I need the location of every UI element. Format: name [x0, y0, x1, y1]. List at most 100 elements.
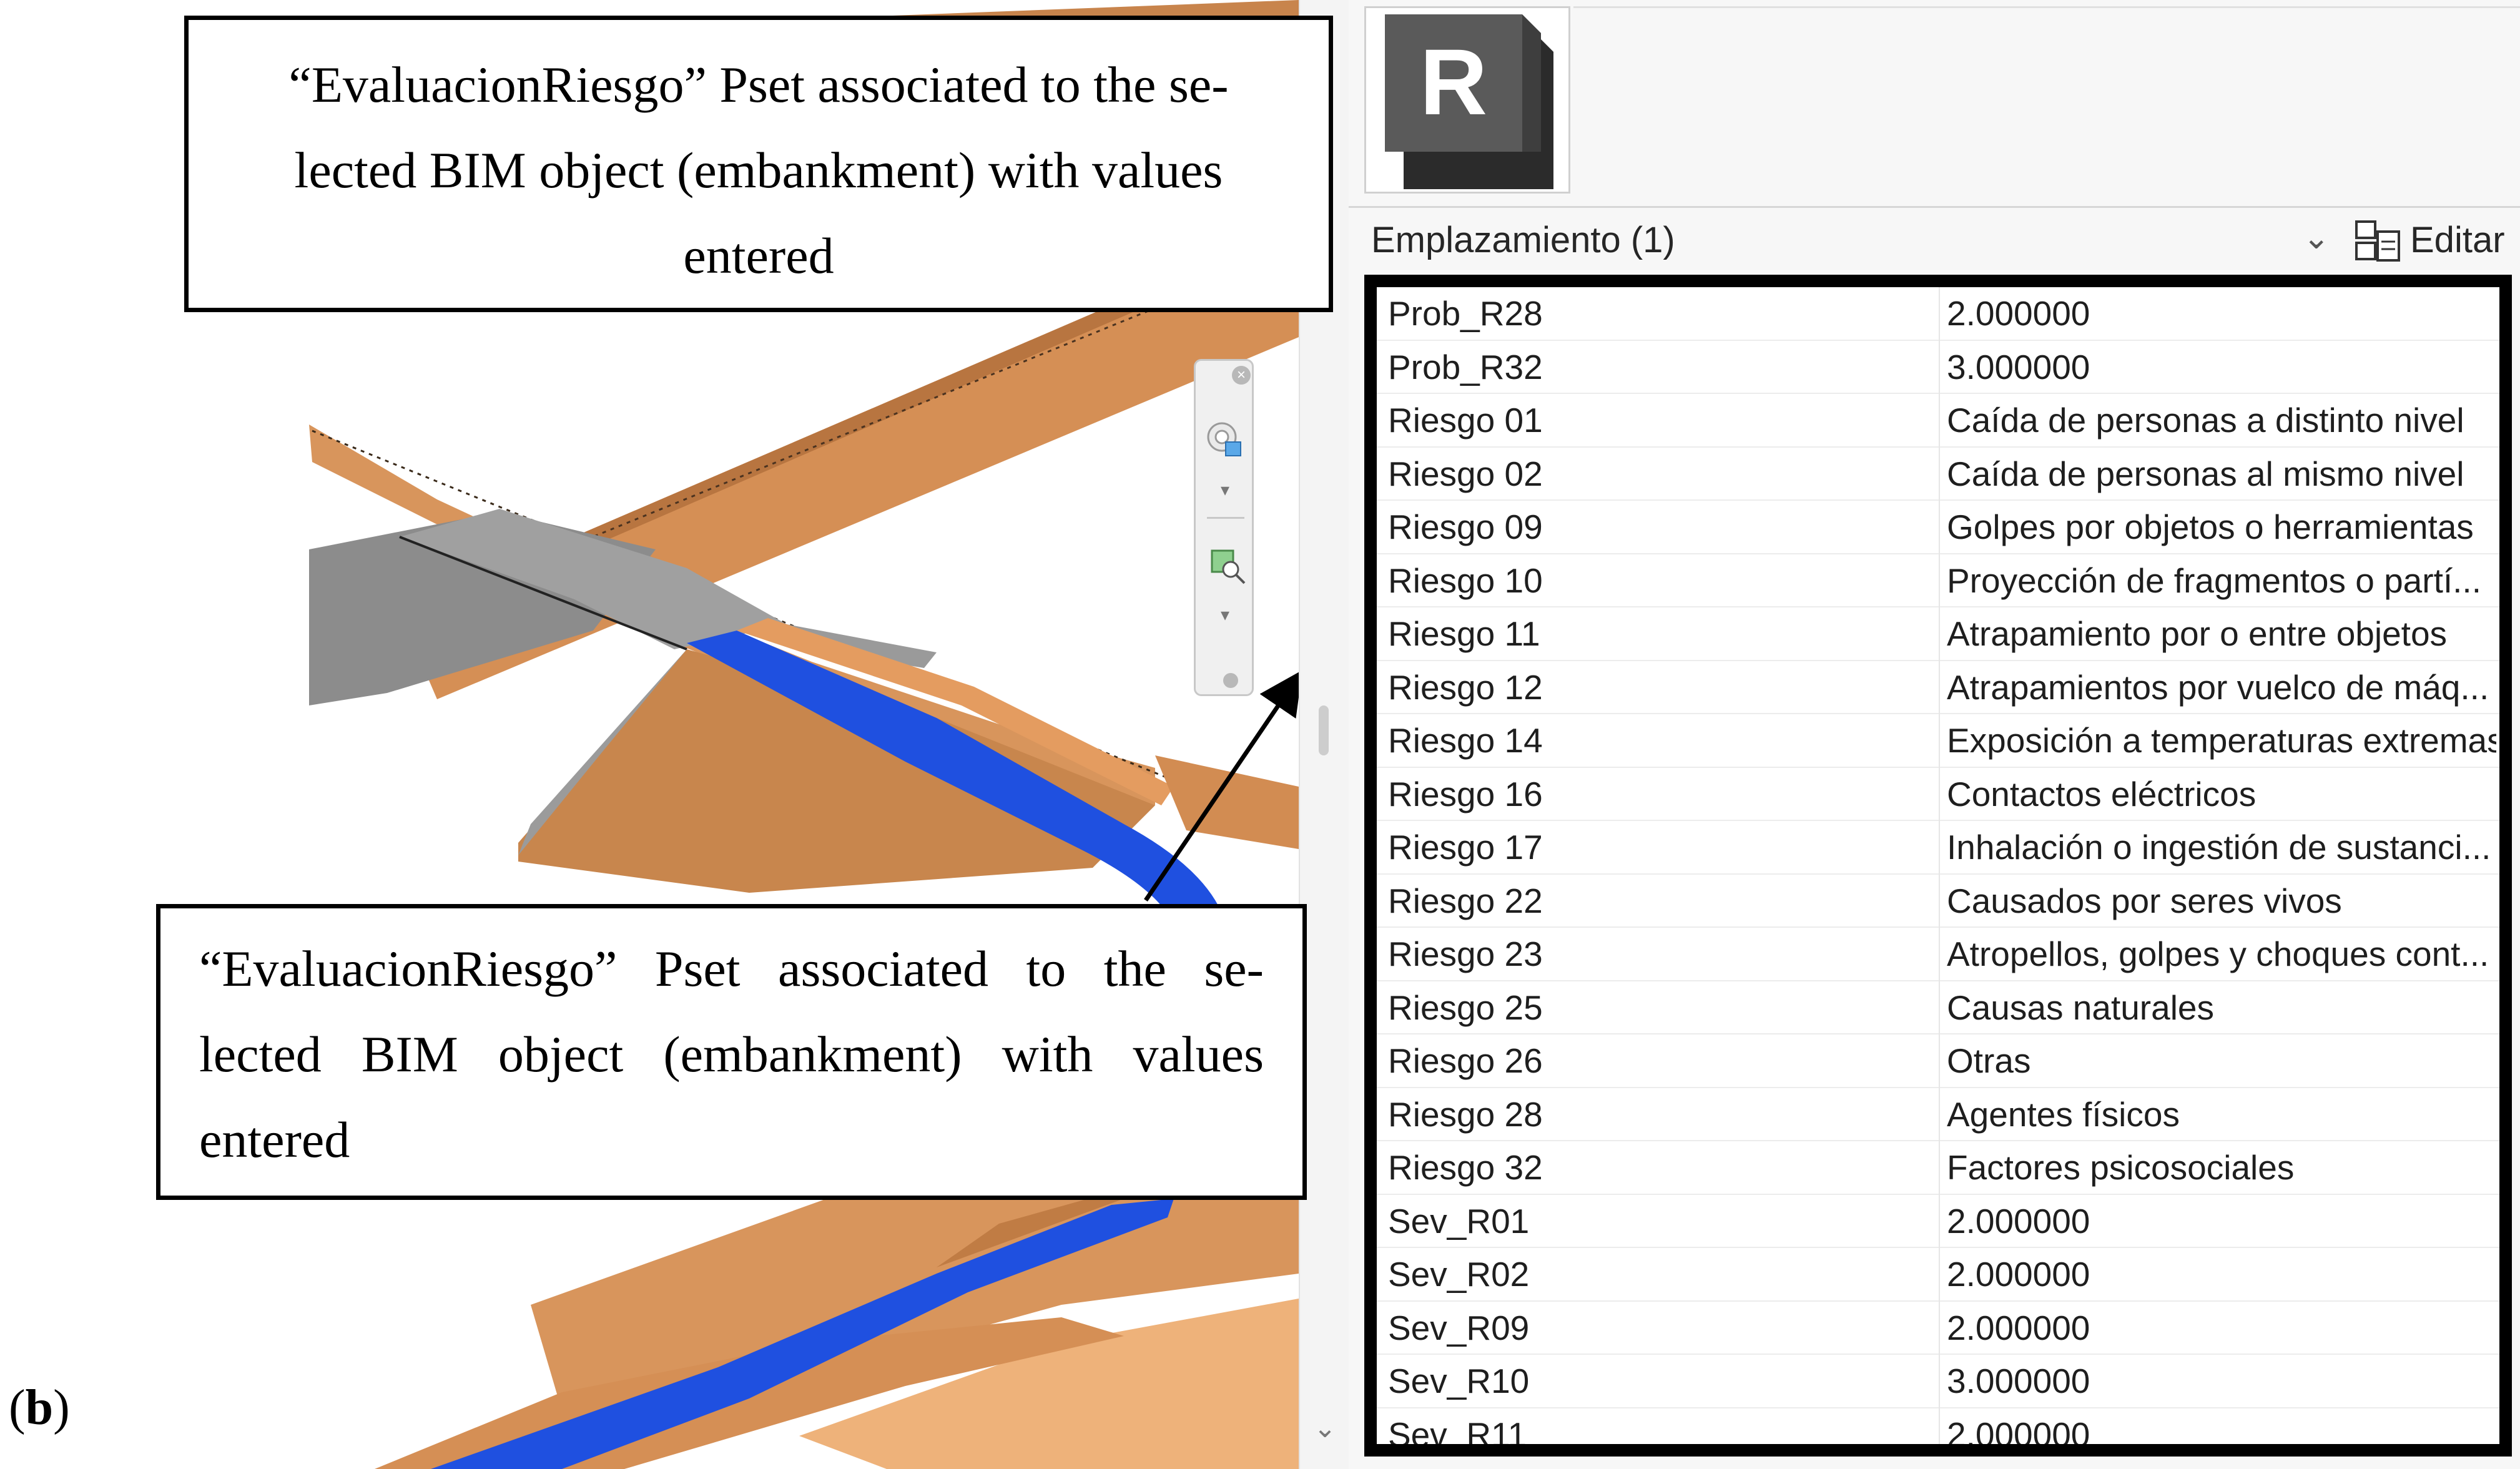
- property-value[interactable]: Causas naturales: [1947, 988, 2215, 1027]
- column-divider: [1939, 1355, 1940, 1408]
- property-value[interactable]: Causados por seres vivos: [1947, 881, 2342, 920]
- property-name: Riesgo 16: [1388, 774, 1543, 813]
- chevron-down-icon[interactable]: ⌄: [1313, 1413, 1337, 1443]
- property-value[interactable]: Caída de personas a distinto nivel: [1947, 401, 2464, 440]
- property-row[interactable]: Riesgo 23 Atropellos, golpes y choques co…: [1377, 928, 2499, 981]
- callout-line: entered: [199, 1111, 350, 1168]
- property-name: Riesgo 26: [1388, 1041, 1543, 1080]
- property-value[interactable]: Agentes físicos: [1947, 1094, 2180, 1134]
- property-value[interactable]: 2.000000: [1947, 1415, 2090, 1454]
- type-selector[interactable]: Emplazamiento (1): [1371, 220, 1675, 260]
- column-divider: [1939, 767, 1940, 821]
- property-row[interactable]: Riesgo 16 Contactos eléctricos: [1377, 767, 2499, 821]
- road-upper: [687, 631, 1224, 924]
- property-name: Riesgo 10: [1388, 561, 1543, 600]
- column-divider: [1939, 287, 1940, 341]
- property-value[interactable]: 3.000000: [1947, 347, 2090, 386]
- property-row[interactable]: Sev_R09 2.000000: [1377, 1301, 2499, 1355]
- column-divider: [1939, 981, 1940, 1034]
- type-preview: R: [1364, 6, 1570, 194]
- property-value[interactable]: 2.000000: [1947, 294, 2090, 333]
- property-name: Sev_R11: [1388, 1415, 1527, 1454]
- column-divider: [1939, 394, 1940, 448]
- close-icon[interactable]: ×: [1232, 366, 1251, 385]
- property-value[interactable]: Caída de personas al mismo nivel: [1947, 454, 2464, 493]
- column-divider: [1939, 1408, 1940, 1444]
- property-name: Riesgo 11: [1388, 614, 1540, 653]
- revit-logo-icon: R: [1385, 14, 1553, 189]
- property-row[interactable]: Riesgo 02 Caída de personas al mismo nive…: [1377, 447, 2499, 501]
- property-value[interactable]: Exposición a temperaturas extremas: [1947, 721, 2496, 760]
- column-divider: [1939, 501, 1940, 554]
- property-name: Riesgo 12: [1388, 667, 1543, 707]
- scrollbar-thumb[interactable]: [1319, 705, 1329, 755]
- property-name: Sev_R10: [1388, 1362, 1530, 1400]
- callout-line: lected BIM object (embankment) with valu…: [294, 142, 1223, 199]
- property-row[interactable]: Riesgo 14 Exposición a temperaturas extre…: [1377, 714, 2499, 768]
- property-value[interactable]: Inhalación o ingestión de sustanci...: [1947, 828, 2491, 867]
- property-name: Riesgo 01: [1388, 401, 1543, 440]
- property-row[interactable]: Riesgo 01 Caída de personas a distinto ni…: [1377, 394, 2499, 448]
- edit-type-icon[interactable]: [2353, 217, 2403, 267]
- property-row[interactable]: Riesgo 22 Causados por seres vivos: [1377, 874, 2499, 928]
- property-value[interactable]: 3.000000: [1947, 1362, 2090, 1400]
- property-name: Riesgo 23: [1388, 935, 1543, 973]
- callout-top: “EvaluacionRiesgo” Pset associated to th…: [184, 16, 1333, 312]
- property-row[interactable]: Riesgo 26 Otras: [1377, 1034, 2499, 1088]
- svg-text:R: R: [1420, 29, 1487, 134]
- navigation-bar-grip[interactable]: [1223, 673, 1238, 688]
- column-divider: [1939, 1141, 1940, 1195]
- property-row[interactable]: Riesgo 11 Atrapamiento por o entre objeto…: [1377, 607, 2499, 661]
- column-divider: [1939, 1034, 1940, 1088]
- column-divider: [1939, 928, 1940, 981]
- column-divider: [1939, 661, 1940, 714]
- property-value[interactable]: Contactos eléctricos: [1947, 774, 2257, 813]
- column-divider: [1939, 1194, 1940, 1248]
- property-row[interactable]: Sev_R10 3.000000: [1377, 1355, 2499, 1408]
- steering-wheel-icon[interactable]: [1206, 421, 1244, 459]
- property-row[interactable]: Riesgo 09 Golpes por objetos o herramient…: [1377, 501, 2499, 554]
- property-value[interactable]: Factores psicosociales: [1947, 1148, 2295, 1187]
- property-value[interactable]: Golpes por objetos o herramientas: [1947, 508, 2474, 546]
- zoom-icon[interactable]: [1209, 548, 1247, 586]
- chevron-down-icon[interactable]: ⌄: [2303, 220, 2330, 256]
- divider: [1207, 517, 1244, 519]
- property-name: Riesgo 09: [1388, 508, 1543, 546]
- chevron-down-icon[interactable]: ▾: [1220, 605, 1230, 624]
- property-row[interactable]: Sev_R11 2.000000: [1377, 1408, 2499, 1454]
- type-selector-row: Emplazamiento (1) ⌄ Editar: [1349, 206, 2520, 277]
- property-name: Sev_R09: [1388, 1308, 1530, 1347]
- property-name: Riesgo 14: [1388, 721, 1543, 760]
- property-row[interactable]: Riesgo 10 Proyección de fragmentos o part…: [1377, 554, 2499, 607]
- property-row[interactable]: Riesgo 12 Atrapamientos por vuelco de máq…: [1377, 661, 2499, 714]
- property-value[interactable]: 2.000000: [1947, 1201, 2090, 1241]
- property-value[interactable]: Atrapamiento por o entre objetos: [1947, 614, 2448, 653]
- column-divider: [1939, 554, 1940, 607]
- edit-type-button[interactable]: Editar: [2410, 220, 2505, 260]
- property-name: Riesgo 25: [1388, 988, 1543, 1027]
- property-value[interactable]: 2.000000: [1947, 1255, 2090, 1294]
- property-name: Sev_R01: [1388, 1201, 1530, 1241]
- property-value[interactable]: 2.000000: [1947, 1308, 2090, 1347]
- property-value[interactable]: Atropellos, golpes y choques cont...: [1947, 935, 2489, 973]
- column-divider: [1939, 340, 1940, 394]
- chevron-down-icon[interactable]: ▾: [1220, 480, 1230, 499]
- property-value[interactable]: Proyección de fragmentos o partí...: [1947, 561, 2481, 600]
- property-row[interactable]: Riesgo 25 Causas naturales: [1377, 981, 2499, 1034]
- property-row[interactable]: Sev_R01 2.000000: [1377, 1194, 2499, 1248]
- column-divider: [1939, 1088, 1940, 1141]
- embankment-wedge: [518, 649, 1155, 893]
- property-name: Riesgo 22: [1388, 881, 1543, 920]
- embankment-3d-model: [309, 0, 1299, 1469]
- property-value[interactable]: Atrapamientos por vuelco de máq...: [1947, 667, 2489, 707]
- property-name: Riesgo 02: [1388, 454, 1543, 493]
- property-value[interactable]: Otras: [1947, 1041, 2031, 1080]
